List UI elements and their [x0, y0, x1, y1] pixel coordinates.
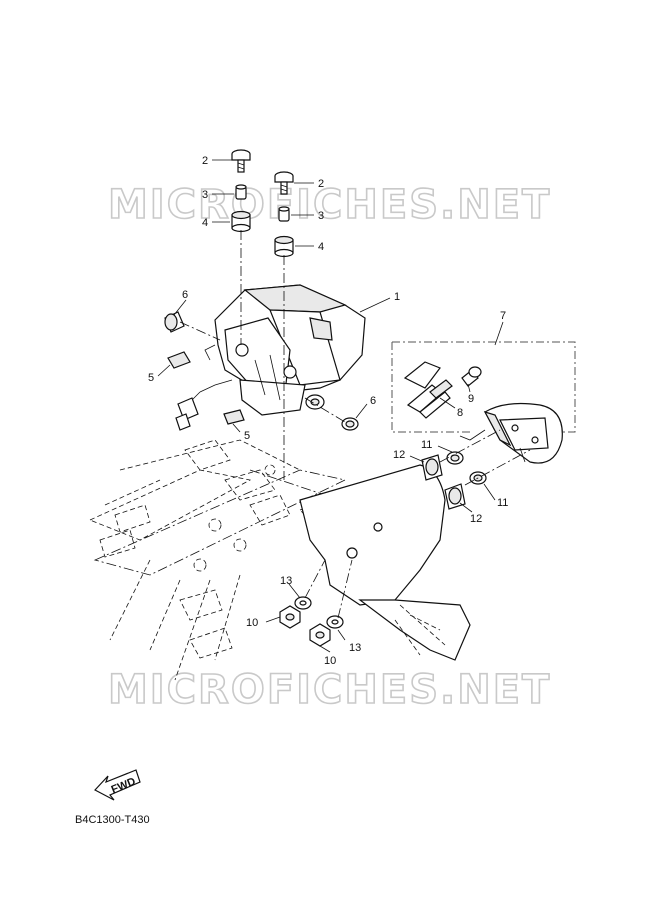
bushing-upper [421, 454, 443, 481]
callout-7: 7 [500, 310, 506, 322]
collar-upper [446, 451, 464, 465]
callout-3-right: 3 [318, 210, 324, 222]
clip-lower [223, 409, 245, 425]
bolt-stack-right [274, 171, 294, 480]
callout-10-lower: 10 [324, 655, 336, 667]
damper-right [304, 394, 359, 431]
bulb-socket [403, 361, 453, 419]
callout-4-left: 4 [202, 217, 208, 229]
callout-13-lower: 13 [349, 642, 361, 654]
harness-connector [175, 397, 199, 431]
callout-8: 8 [457, 407, 463, 419]
callout-10-upper: 10 [246, 617, 258, 629]
diagram-code: B4C1300-T430 [75, 814, 150, 826]
tail-light-housing [189, 284, 366, 416]
callout-12-lower: 12 [470, 513, 482, 525]
turn-signal-lens [459, 402, 563, 464]
clip-upper [167, 351, 191, 369]
callout-3-left: 3 [202, 189, 208, 201]
nut-lower [309, 623, 331, 647]
callout-11-lower: 11 [497, 497, 508, 509]
callout-5-upper: 5 [148, 372, 154, 384]
bushing-lower [444, 483, 466, 510]
callout-5-lower: 5 [244, 430, 250, 442]
callout-2-left: 2 [202, 155, 208, 167]
bulb [461, 366, 482, 387]
callout-9: 9 [468, 393, 474, 405]
callout-1: 1 [394, 291, 400, 303]
callout-6-left: 6 [182, 289, 188, 301]
fwd-arrow-icon: FWD [94, 769, 141, 801]
turn-signal-kit-frame [391, 341, 576, 433]
callout-11-upper: 11 [421, 439, 432, 451]
watermark-bottom: MICROFICHES.NET [108, 667, 551, 713]
washer-upper [294, 596, 312, 610]
damper-left [164, 311, 221, 341]
nut-upper [279, 605, 301, 629]
callout-6-right: 6 [370, 395, 376, 407]
callout-2-right: 2 [318, 178, 324, 190]
callout-12-upper: 12 [393, 449, 405, 461]
callout-4-right: 4 [318, 241, 324, 253]
leader-lines [157, 159, 504, 653]
watermark-top: MICROFICHES.NET [108, 182, 551, 228]
callout-13-upper: 13 [280, 575, 292, 587]
washer-lower [326, 615, 344, 629]
bolt-stack-left [231, 149, 251, 345]
